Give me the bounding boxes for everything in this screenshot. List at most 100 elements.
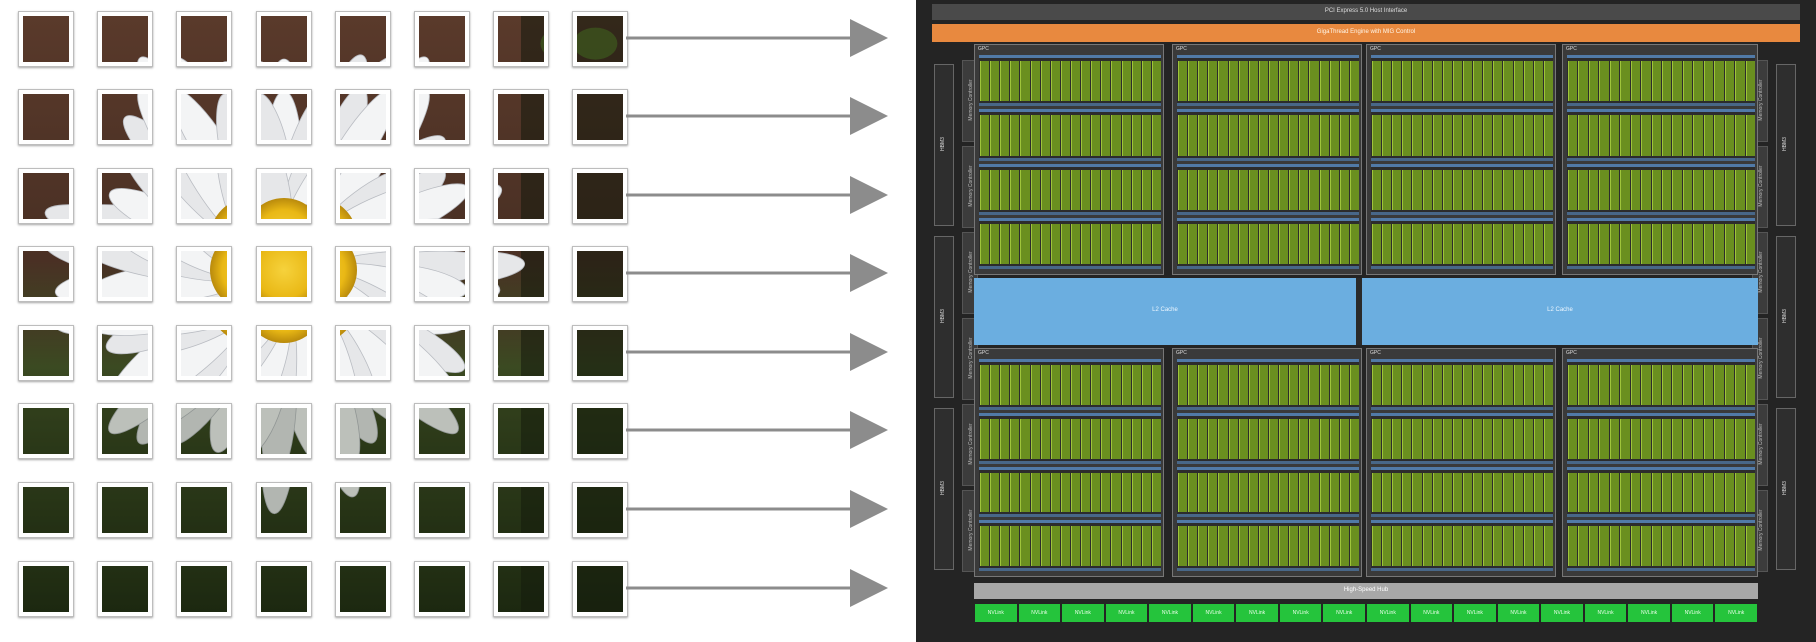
sm-core (1392, 115, 1402, 156)
tensor-strip (979, 412, 1161, 416)
sm-core (1081, 223, 1091, 264)
daisy-image-fragment (181, 566, 227, 612)
sm-core (1010, 61, 1020, 102)
sm-core (1432, 418, 1442, 459)
daisy-image-fragment (102, 251, 148, 297)
image-patch-tile (176, 325, 232, 381)
sm-core (1493, 365, 1503, 405)
sm-band (1371, 359, 1553, 410)
sm-core (1329, 526, 1339, 566)
tensor-strip (1177, 412, 1359, 416)
nvlink-label: NVLink (1205, 610, 1222, 616)
sm-core (1543, 418, 1553, 459)
sm-core (1269, 61, 1279, 102)
sm-core (1319, 472, 1329, 513)
sm-core (1513, 223, 1523, 264)
high-speed-hub-label: High-Speed Hub (1343, 587, 1389, 593)
sm-core (1578, 169, 1588, 210)
sm-core (1578, 365, 1588, 405)
sm-core (1714, 223, 1724, 264)
daisy-image-fragment (498, 487, 544, 533)
sm-core (1228, 418, 1238, 459)
sm-core (980, 115, 990, 156)
sm-core (1040, 169, 1050, 210)
daisy-image-fragment (261, 330, 307, 376)
sm-core (1568, 115, 1578, 156)
image-patch-tile (493, 168, 549, 224)
daisy-image-fragment (23, 330, 69, 376)
image-patch-tile (18, 168, 74, 224)
sm-core (1289, 365, 1299, 405)
sm-band (1567, 163, 1755, 215)
sm-core (1000, 61, 1010, 102)
sm-core (1091, 418, 1101, 459)
sm-core (1651, 223, 1661, 264)
sm-core (1662, 472, 1672, 513)
nvlink-block: NVLink (1018, 604, 1061, 622)
sm-core (1121, 223, 1131, 264)
sm-core (1432, 472, 1442, 513)
sm-core (1238, 169, 1248, 210)
sm-core (1198, 115, 1208, 156)
sm-core (1503, 526, 1513, 566)
sm-core (1620, 526, 1630, 566)
tensor-strip (1177, 109, 1359, 113)
sm-core (1309, 223, 1319, 264)
sm-core (1289, 418, 1299, 459)
sm-core (1599, 418, 1609, 459)
sm-core (1672, 418, 1682, 459)
sm-core (1422, 169, 1432, 210)
tensor-strip (1567, 55, 1755, 58)
daisy-image-fragment (577, 94, 623, 140)
sm-core (1030, 115, 1040, 156)
sm-core (1188, 472, 1198, 513)
sm-core (1714, 472, 1724, 513)
sm-core (1279, 61, 1289, 102)
sm-core (1382, 61, 1392, 102)
sm-core (1682, 115, 1693, 156)
daisy-image-fragment (419, 408, 465, 454)
image-patch-tile (18, 246, 74, 302)
sm-core (1442, 223, 1452, 264)
daisy-image-fragment (340, 94, 386, 140)
sm-core (1452, 526, 1462, 566)
sm-core (1588, 169, 1599, 210)
sm-core (1745, 223, 1755, 264)
image-patch-tile (256, 482, 312, 538)
sm-band (979, 412, 1161, 464)
sm-core (990, 223, 1000, 264)
sm-core (1452, 472, 1462, 513)
row-arrow (626, 19, 888, 57)
cache-strip (1371, 103, 1553, 107)
daisy-image-fragment (23, 94, 69, 140)
sm-core (1599, 223, 1609, 264)
sm-core (1463, 526, 1473, 566)
sm-core (1151, 223, 1161, 264)
sm-core (1503, 169, 1513, 210)
sm-core (1208, 472, 1218, 513)
sm-core (1703, 418, 1714, 459)
sm-core (1682, 61, 1693, 102)
nvlink-block: NVLink (975, 604, 1017, 622)
sm-core (1402, 418, 1412, 459)
sm-core (1651, 169, 1661, 210)
tensor-strip (979, 55, 1161, 58)
tensor-strip (1567, 466, 1755, 470)
sm-core (1151, 169, 1161, 210)
sm-core (1402, 472, 1412, 513)
daisy-image-fragment (419, 16, 465, 62)
sm-core (1588, 418, 1599, 459)
daisy-image-fragment (340, 408, 386, 454)
sm-core (1422, 115, 1432, 156)
sm-core (1568, 365, 1578, 405)
sm-core (1412, 365, 1422, 405)
sm-band (1371, 109, 1553, 161)
sm-core (1339, 365, 1349, 405)
sm-core (1432, 223, 1442, 264)
sm-core (1178, 169, 1188, 210)
gpc-label: GPC (978, 350, 989, 356)
nvlink-block: NVLink (1279, 604, 1322, 622)
daisy-image-fragment (340, 487, 386, 533)
image-patch-tile (97, 168, 153, 224)
image-patch-tile (256, 403, 312, 459)
